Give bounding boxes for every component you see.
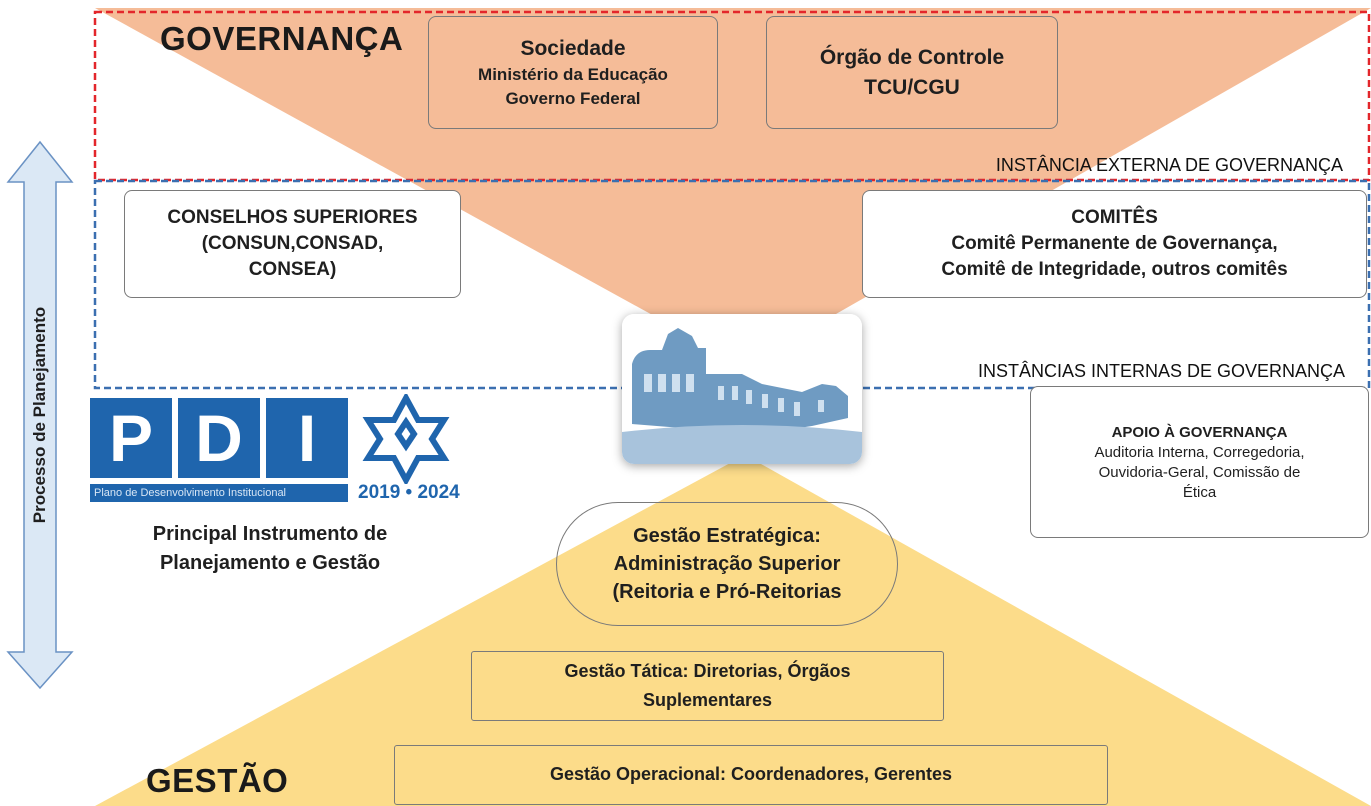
planning-process-arrow-shape: [6, 140, 74, 690]
governance-triangle: [95, 8, 1371, 366]
comites-box: COMITÊS Comitê Permanente de Governança,…: [862, 190, 1367, 298]
pdi-letter-d: D: [178, 398, 260, 478]
pdi-caption-line1: Principal Instrumento de: [152, 523, 388, 545]
apoio-title: APOIO À GOVERNANÇA: [1111, 423, 1288, 441]
estrategica-line1: Gestão Estratégica:: [633, 524, 821, 547]
star-emblem-icon: [362, 394, 450, 484]
pdi-caption-line2: Planejamento e Gestão: [159, 552, 381, 574]
pdi-letter-i-text: I: [297, 401, 317, 475]
apoio-governanca-box: APOIO À GOVERNANÇA Auditoria Interna, Co…: [1030, 386, 1369, 538]
planning-process-label: Processo de Planejamento: [30, 306, 49, 524]
orgao-controle-title: Órgão de Controle: [819, 45, 1005, 69]
estrategica-line3: (Reitoria e Pró-Reitorias: [612, 580, 842, 603]
apoio-line1: Auditoria Interna, Corregedoria,: [1094, 443, 1305, 461]
sociedade-line1: Ministério da Educação: [478, 64, 668, 84]
pdi-caption: Principal Instrumento de Planejamento e …: [100, 520, 440, 578]
institution-building-logo: [622, 314, 862, 464]
management-triangle: [95, 455, 1371, 806]
gestao-estrategica-box: Gestão Estratégica: Administração Superi…: [556, 502, 898, 626]
external-governance-label: INSTÂNCIA EXTERNA DE GOVERNANÇA: [995, 155, 1343, 175]
sociedade-line2: Governo Federal: [505, 88, 641, 108]
pdi-years: 2019 • 2024: [358, 482, 460, 503]
pdi-subtitle: Plano de Desenvolvimento Institucional: [90, 484, 348, 502]
orgao-controle-box: Órgão de Controle TCU/CGU: [766, 16, 1058, 129]
pdi-letter-d-text: D: [195, 401, 243, 475]
pdi-letter-i: I: [266, 398, 348, 478]
internal-governance-label: INSTÂNCIAS INTERNAS DE GOVERNANÇA: [977, 361, 1345, 381]
estrategica-line2: Administração Superior: [613, 552, 841, 575]
management-title: GESTÃO: [146, 762, 289, 799]
tatica-line2: Suplementares: [642, 690, 773, 710]
conselhos-line2: (CONSUN,CONSAD,: [201, 233, 384, 254]
gestao-tatica-box: Gestão Tática: Diretorias, Órgãos Suplem…: [471, 651, 944, 721]
orgao-controle-line1: TCU/CGU: [864, 75, 960, 99]
comites-line1: COMITÊS: [1071, 207, 1158, 228]
gestao-operacional-box: Gestão Operacional: Coordenadores, Geren…: [394, 745, 1108, 805]
apoio-line3: Ética: [1182, 483, 1217, 501]
sociedade-title: Sociedade: [520, 36, 626, 60]
comites-line3: Comitê de Integridade, outros comitês: [941, 259, 1288, 280]
sociedade-box: Sociedade Ministério da Educação Governo…: [428, 16, 718, 129]
governance-title: GOVERNANÇA: [160, 20, 404, 57]
pdi-letter-p: P: [90, 398, 172, 478]
operacional-line1: Gestão Operacional: Coordenadores, Geren…: [549, 764, 953, 784]
conselhos-superiores-box: CONSELHOS SUPERIORES (CONSUN,CONSAD, CON…: [124, 190, 461, 298]
conselhos-line1: CONSELHOS SUPERIORES: [167, 207, 418, 228]
comites-line2: Comitê Permanente de Governança,: [951, 233, 1278, 254]
tatica-line1: Gestão Tática: Diretorias, Órgãos: [564, 661, 851, 681]
pdi-letter-p-text: P: [108, 401, 154, 475]
conselhos-line3: CONSEA): [248, 259, 337, 280]
apoio-line2: Ouvidoria-Geral, Comissão de: [1098, 463, 1301, 481]
pdi-logo: P D I Plano de Desenvolvimento Instituci…: [90, 394, 480, 504]
external-governance-border: [93, 10, 1371, 182]
